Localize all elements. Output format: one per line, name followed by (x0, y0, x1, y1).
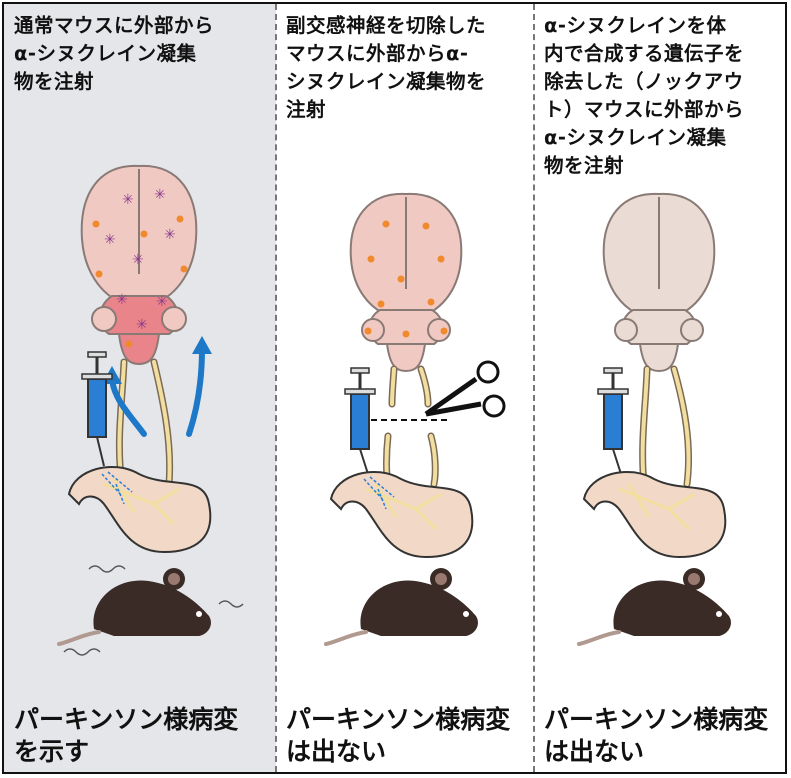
svg-text:✳: ✳ (154, 187, 166, 203)
stomach-icon (331, 472, 472, 557)
svg-text:✳: ✳ (122, 192, 134, 208)
panel-result: パーキンソン様病変 を示す (14, 704, 272, 768)
panel-control: 通常マウスに外部から α-シヌクレイン凝集 物を注射 ✳✳ ✳✳ ✳✳ ✳✳ (4, 4, 276, 772)
svg-text:✳: ✳ (104, 232, 116, 248)
panel-knockout: α-シヌクレインを体 内で合成する遺伝子を 除去した（ノックアウ ト）マウスに外… (534, 4, 785, 772)
vagus-nerve (643, 369, 689, 484)
svg-text:✳: ✳ (116, 292, 128, 308)
panel-illustration: ✳ ✳ ✳ ✳ ✳ ✳ ✳ ✳ (4, 4, 276, 704)
mouse-icon (579, 568, 731, 644)
stomach-icon (584, 472, 725, 557)
panel-vagotomy: 副交感神経を切除した マウスに外部からα- シヌクレイン凝集物を 注射 (276, 4, 534, 772)
svg-text:✳: ✳ (136, 317, 148, 333)
mouse-icon (59, 568, 211, 644)
panel-result: パーキンソン様病変 は出ない (286, 704, 530, 768)
syringe-icon (345, 368, 375, 474)
syringe-icon (82, 352, 112, 466)
panel-illustration (534, 4, 785, 704)
vagus-nerve (119, 362, 169, 484)
stomach-icon (69, 467, 210, 552)
svg-text:✳: ✳ (164, 227, 176, 243)
panel-result: パーキンソン様病変 は出ない (544, 704, 781, 768)
brain-icon (351, 194, 462, 371)
scissors-icon (426, 362, 504, 416)
vagus-nerve (387, 369, 436, 484)
syringe-icon (598, 368, 628, 474)
panel-illustration (276, 4, 534, 704)
brain-icon (604, 194, 715, 371)
mouse-icon (326, 568, 478, 644)
svg-text:✳: ✳ (156, 294, 168, 310)
svg-text:✳: ✳ (132, 252, 144, 268)
